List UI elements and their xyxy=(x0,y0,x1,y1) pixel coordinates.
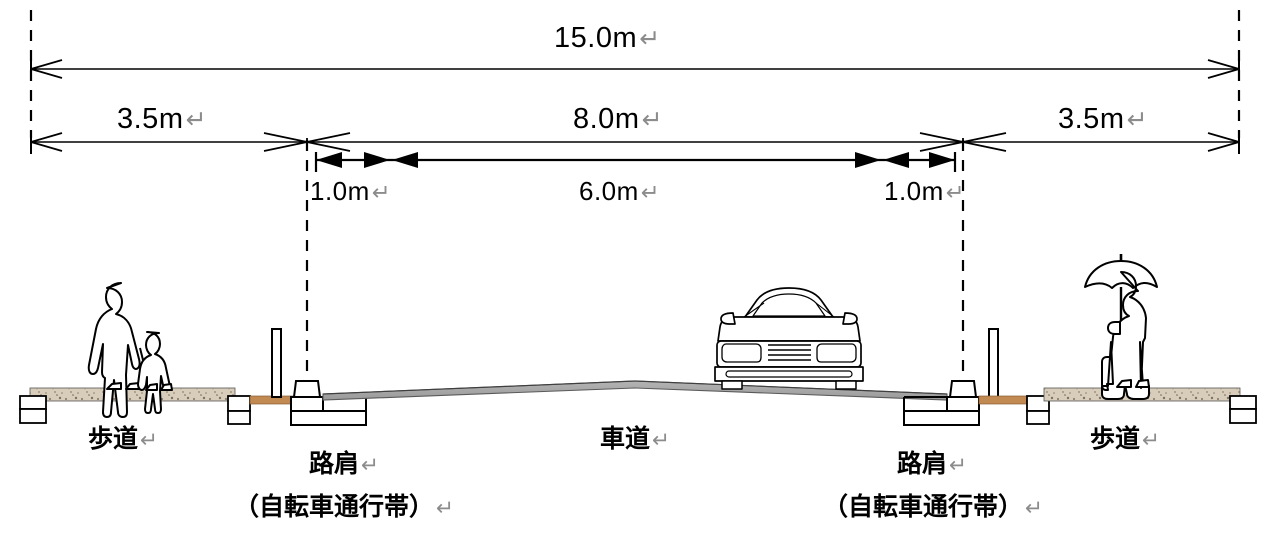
return-mark-icon: ↵ xyxy=(185,105,207,134)
dimension-value-total: 15.0m xyxy=(554,22,638,54)
left-bollard-post xyxy=(271,328,282,398)
label-text-shoulder-right: 路肩 xyxy=(897,449,948,478)
dimension-label-sidewalk-left: 3.5m↵ xyxy=(117,103,207,136)
dimension-value-shoulder-right: 1.0m xyxy=(884,176,944,206)
return-mark-icon: ↵ xyxy=(1126,105,1148,134)
label-shoulder-right: 路肩↵ xyxy=(897,444,967,480)
car-front-view xyxy=(714,287,864,390)
right-curb-stone xyxy=(948,380,978,398)
left-boundary-block xyxy=(19,395,47,424)
return-mark-icon: ↵ xyxy=(641,105,663,134)
label-sidewalk-left: 歩道↵ xyxy=(88,419,158,455)
return-mark-icon: ↵ xyxy=(371,180,392,206)
dimension-label-shoulder-right: 1.0m↵ xyxy=(884,176,965,207)
label-text-roadway: 車道 xyxy=(600,424,651,453)
dimension-value-travel-lanes: 6.0m xyxy=(579,176,639,206)
dimension-label-total: 15.0m↵ xyxy=(554,22,661,55)
return-mark-icon: ↵ xyxy=(652,428,671,453)
label-shoulder-left: 路肩↵ xyxy=(309,444,379,480)
label-text-sidewalk-right: 歩道 xyxy=(1090,424,1141,453)
left-sidewalk-ground xyxy=(19,387,295,425)
dimension-value-sidewalk-left: 3.5m xyxy=(117,103,184,135)
label-roadway: 車道↵ xyxy=(600,419,670,455)
right-curb-assembly xyxy=(903,328,999,426)
return-mark-icon: ↵ xyxy=(945,180,966,206)
right-tactile-strip xyxy=(978,395,1028,405)
dimension-label-shoulder-left: 1.0m↵ xyxy=(310,176,391,207)
return-mark-icon: ↵ xyxy=(436,496,455,521)
label-text-shoulder-left: 路肩 xyxy=(309,449,360,478)
dimension-row-lane xyxy=(314,152,957,172)
label-sidewalk-right: 歩道↵ xyxy=(1090,419,1160,455)
label-shoulder-right-sub: （自転車通行帯）↵ xyxy=(823,487,1043,523)
return-mark-icon: ↵ xyxy=(1142,428,1161,453)
person-with-umbrella-figure xyxy=(1084,254,1158,400)
right-bollard-post xyxy=(988,328,999,398)
dimension-label-sidewalk-right: 3.5m↵ xyxy=(1058,103,1148,136)
child-figure xyxy=(137,331,173,414)
right-boundary-block xyxy=(1229,395,1257,424)
dimension-value-shoulder-left: 1.0m xyxy=(310,176,370,206)
dimension-value-sidewalk-right: 3.5m xyxy=(1058,103,1125,135)
return-mark-icon: ↵ xyxy=(1025,496,1044,521)
right-inner-block xyxy=(1026,395,1050,425)
left-curb-assembly xyxy=(271,328,367,426)
label-shoulder-left-sub: （自転車通行帯）↵ xyxy=(234,487,454,523)
dimension-row-secondary xyxy=(30,130,1240,154)
label-text-shoulder-right-sub: （自転車通行帯） xyxy=(823,492,1024,521)
return-mark-icon: ↵ xyxy=(140,428,159,453)
left-curb-stone xyxy=(292,380,322,398)
return-mark-icon: ↵ xyxy=(640,180,661,206)
return-mark-icon: ↵ xyxy=(949,453,968,478)
return-mark-icon: ↵ xyxy=(639,24,661,53)
return-mark-icon: ↵ xyxy=(361,453,380,478)
dimension-label-travel-lanes: 6.0m↵ xyxy=(579,176,660,207)
dimension-label-carriageway: 8.0m↵ xyxy=(573,103,663,136)
dimension-total-15m xyxy=(30,57,1240,81)
dimension-value-carriageway: 8.0m xyxy=(573,103,640,135)
label-text-shoulder-left-sub: （自転車通行帯） xyxy=(234,492,435,521)
label-text-sidewalk-left: 歩道 xyxy=(88,424,139,453)
left-inner-block xyxy=(227,395,251,425)
